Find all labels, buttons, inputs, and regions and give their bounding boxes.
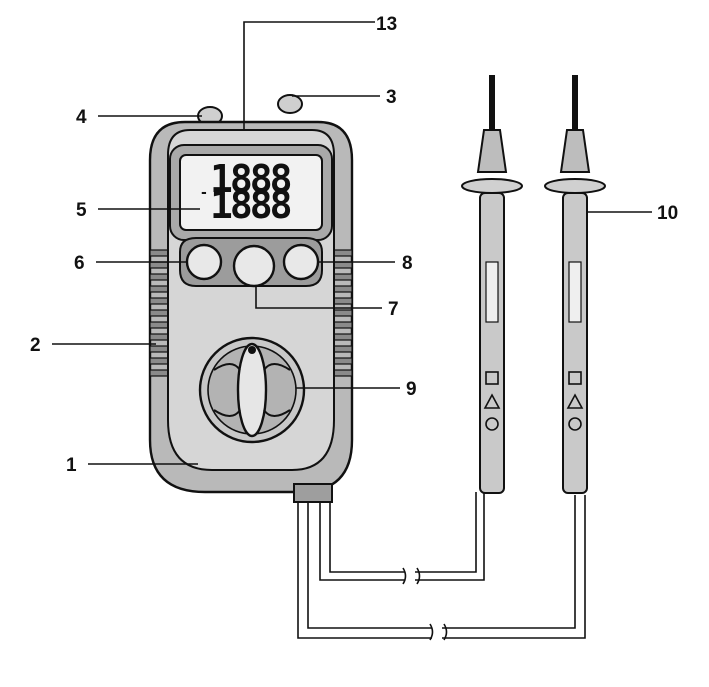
lcd-sign: - — [201, 185, 207, 201]
switch-knob — [236, 342, 268, 438]
callout-7: 7 — [388, 299, 399, 320]
lcd-window — [179, 154, 323, 231]
callout-numbers: 13 3 4 5 6 7 8 2 9 1 10 — [30, 14, 678, 476]
side-grip-left — [149, 249, 173, 377]
callout-4: 4 — [76, 107, 87, 128]
callout-5: 5 — [76, 200, 87, 221]
lcd-readout-bottom: 1888 — [210, 183, 291, 227]
callout-2: 2 — [30, 335, 41, 356]
leader-7 — [255, 286, 382, 309]
test-lead-cables — [297, 492, 586, 641]
meter-body: - 1888 1888 — [148, 94, 354, 503]
callout-leaders — [52, 21, 652, 465]
button-7 — [232, 244, 276, 288]
leader-13 — [243, 21, 375, 130]
callout-9: 9 — [406, 379, 417, 400]
callout-8: 8 — [402, 253, 413, 274]
callout-3: 3 — [386, 87, 397, 108]
test-probe-left — [461, 75, 523, 494]
lcd-readout-top: 1888 — [210, 157, 291, 201]
callout-13: 13 — [376, 14, 397, 35]
callout-6: 6 — [74, 253, 85, 274]
button-8 — [282, 243, 320, 281]
callout-10: 10 — [657, 203, 678, 224]
test-probe-right — [544, 75, 606, 494]
callout-1: 1 — [66, 455, 77, 476]
rotary-switch — [198, 336, 306, 444]
cable-exit — [293, 483, 333, 503]
connector-3 — [277, 94, 303, 114]
button-6 — [185, 243, 223, 281]
